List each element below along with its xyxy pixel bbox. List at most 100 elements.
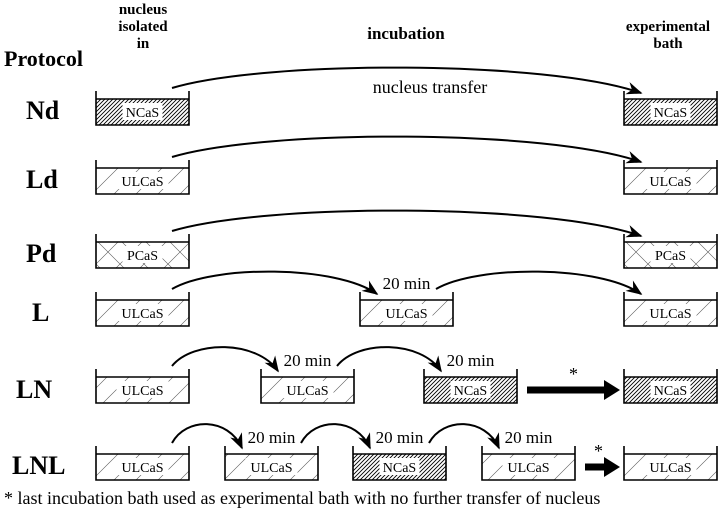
bath-container [224,446,319,481]
bath-label: ULCaS [508,461,550,476]
bath-container [423,369,518,404]
bath-container [95,91,190,126]
bath-container [95,292,190,327]
bath-label: ULCaS [122,307,164,322]
bath-ulcas: ULCaS [95,292,190,327]
incubation-time: 20 min [383,274,431,293]
direct-arrow-head [604,457,620,477]
bath-ncas: NCaS [352,446,447,481]
bath-ulcas: ULCaS [95,446,190,481]
transfer-arrow [336,346,442,373]
bath-ulcas: ULCaS [623,292,718,327]
bath-container [623,292,718,327]
header-isolated-line1: nucleus [119,2,168,18]
transfer-arrow [171,209,643,238]
bath-container [623,369,718,404]
bath-label-bg [281,381,334,398]
bath-label-bg [380,304,433,321]
bath-label-bg [644,458,697,475]
bath-label: PCaS [127,249,158,264]
bath-ncas: NCaS [423,369,518,404]
header-isolated-line2: isolated [118,19,168,35]
bath-label-bg [502,458,555,475]
bath-label: ULCaS [650,175,692,190]
bath-label-bg [122,103,163,120]
bath-label-bg [122,246,163,263]
bath-label-bg [650,381,691,398]
incubation-time: 20 min [505,428,553,447]
protocol-row-nd: Nd NCaS NCaS [26,66,718,126]
header-experimental-line2: bath [653,36,683,52]
bath-container [95,234,190,269]
incubation-time: 20 min [284,351,332,370]
bath-label: NCaS [383,461,416,476]
bath-label-bg [245,458,298,475]
bath-label: ULCaS [650,307,692,322]
bath-pcas: PCaS [95,234,190,269]
bath-label: ULCaS [650,461,692,476]
bath-container [95,369,190,404]
bath-container [623,160,718,195]
header-protocol: Protocol [4,46,83,71]
protocol-label: LN [16,375,52,404]
bath-ncas: NCaS [95,91,190,126]
bath-ulcas: ULCaS [95,160,190,195]
bath-label-bg [650,103,691,120]
bath-container [481,446,576,481]
bath-container [260,369,355,404]
transfer-arrow [300,423,371,450]
protocol-label: Pd [26,239,57,268]
header-experimental-line1: experimental [626,19,710,35]
bath-label: ULCaS [122,461,164,476]
protocol-label: L [32,298,49,327]
bath-label-bg [116,381,169,398]
bath-label-bg [644,304,697,321]
bath-container [352,446,447,481]
bath-label: ULCaS [386,307,428,322]
header-incubation: incubation [367,24,445,43]
bath-label-bg [116,458,169,475]
bath-label-bg [116,304,169,321]
bath-container [95,446,190,481]
bath-ncas: NCaS [623,91,718,126]
bath-label: NCaS [654,384,687,399]
nucleus-transfer-label: nucleus transfer [373,77,487,97]
bath-ulcas: ULCaS [359,292,454,327]
bath-pcas: PCaS [623,234,718,269]
transfer-arrow [171,346,279,373]
protocol-label: Nd [26,96,60,125]
bath-container [359,292,454,327]
incubation-time: 20 min [248,428,296,447]
protocol-label: LNL [12,451,65,480]
transfer-arrow [435,270,643,295]
bath-label-bg [116,172,169,189]
bath-ulcas: ULCaS [95,369,190,404]
bath-container [95,160,190,195]
incubation-time: 20 min [447,351,495,370]
bath-ulcas: ULCaS [623,446,718,481]
bath-ncas: NCaS [623,369,718,404]
protocol-label: Ld [26,165,58,194]
column-headers: nucleus isolated in incubation experimen… [4,2,710,71]
bath-label: NCaS [454,384,487,399]
bath-ulcas: ULCaS [481,446,576,481]
transfer-arrow [428,423,500,450]
protocol-row-pd: Pd PCaS PCaS [26,209,718,269]
bath-container [623,446,718,481]
bath-label: ULCaS [122,175,164,190]
header-isolated-line3: in [137,36,150,52]
bath-label: ULCaS [122,384,164,399]
transfer-arrow [171,423,243,450]
incubation-time: 20 min [376,428,424,447]
bath-label-bg [450,381,491,398]
bath-ulcas: ULCaS [623,160,718,195]
bath-label: ULCaS [251,461,293,476]
protocol-row-ld: Ld ULCaS ULCaS [26,135,718,195]
transfer-arrow [171,66,643,95]
bath-label: NCaS [126,106,159,121]
bath-label-bg [644,172,697,189]
